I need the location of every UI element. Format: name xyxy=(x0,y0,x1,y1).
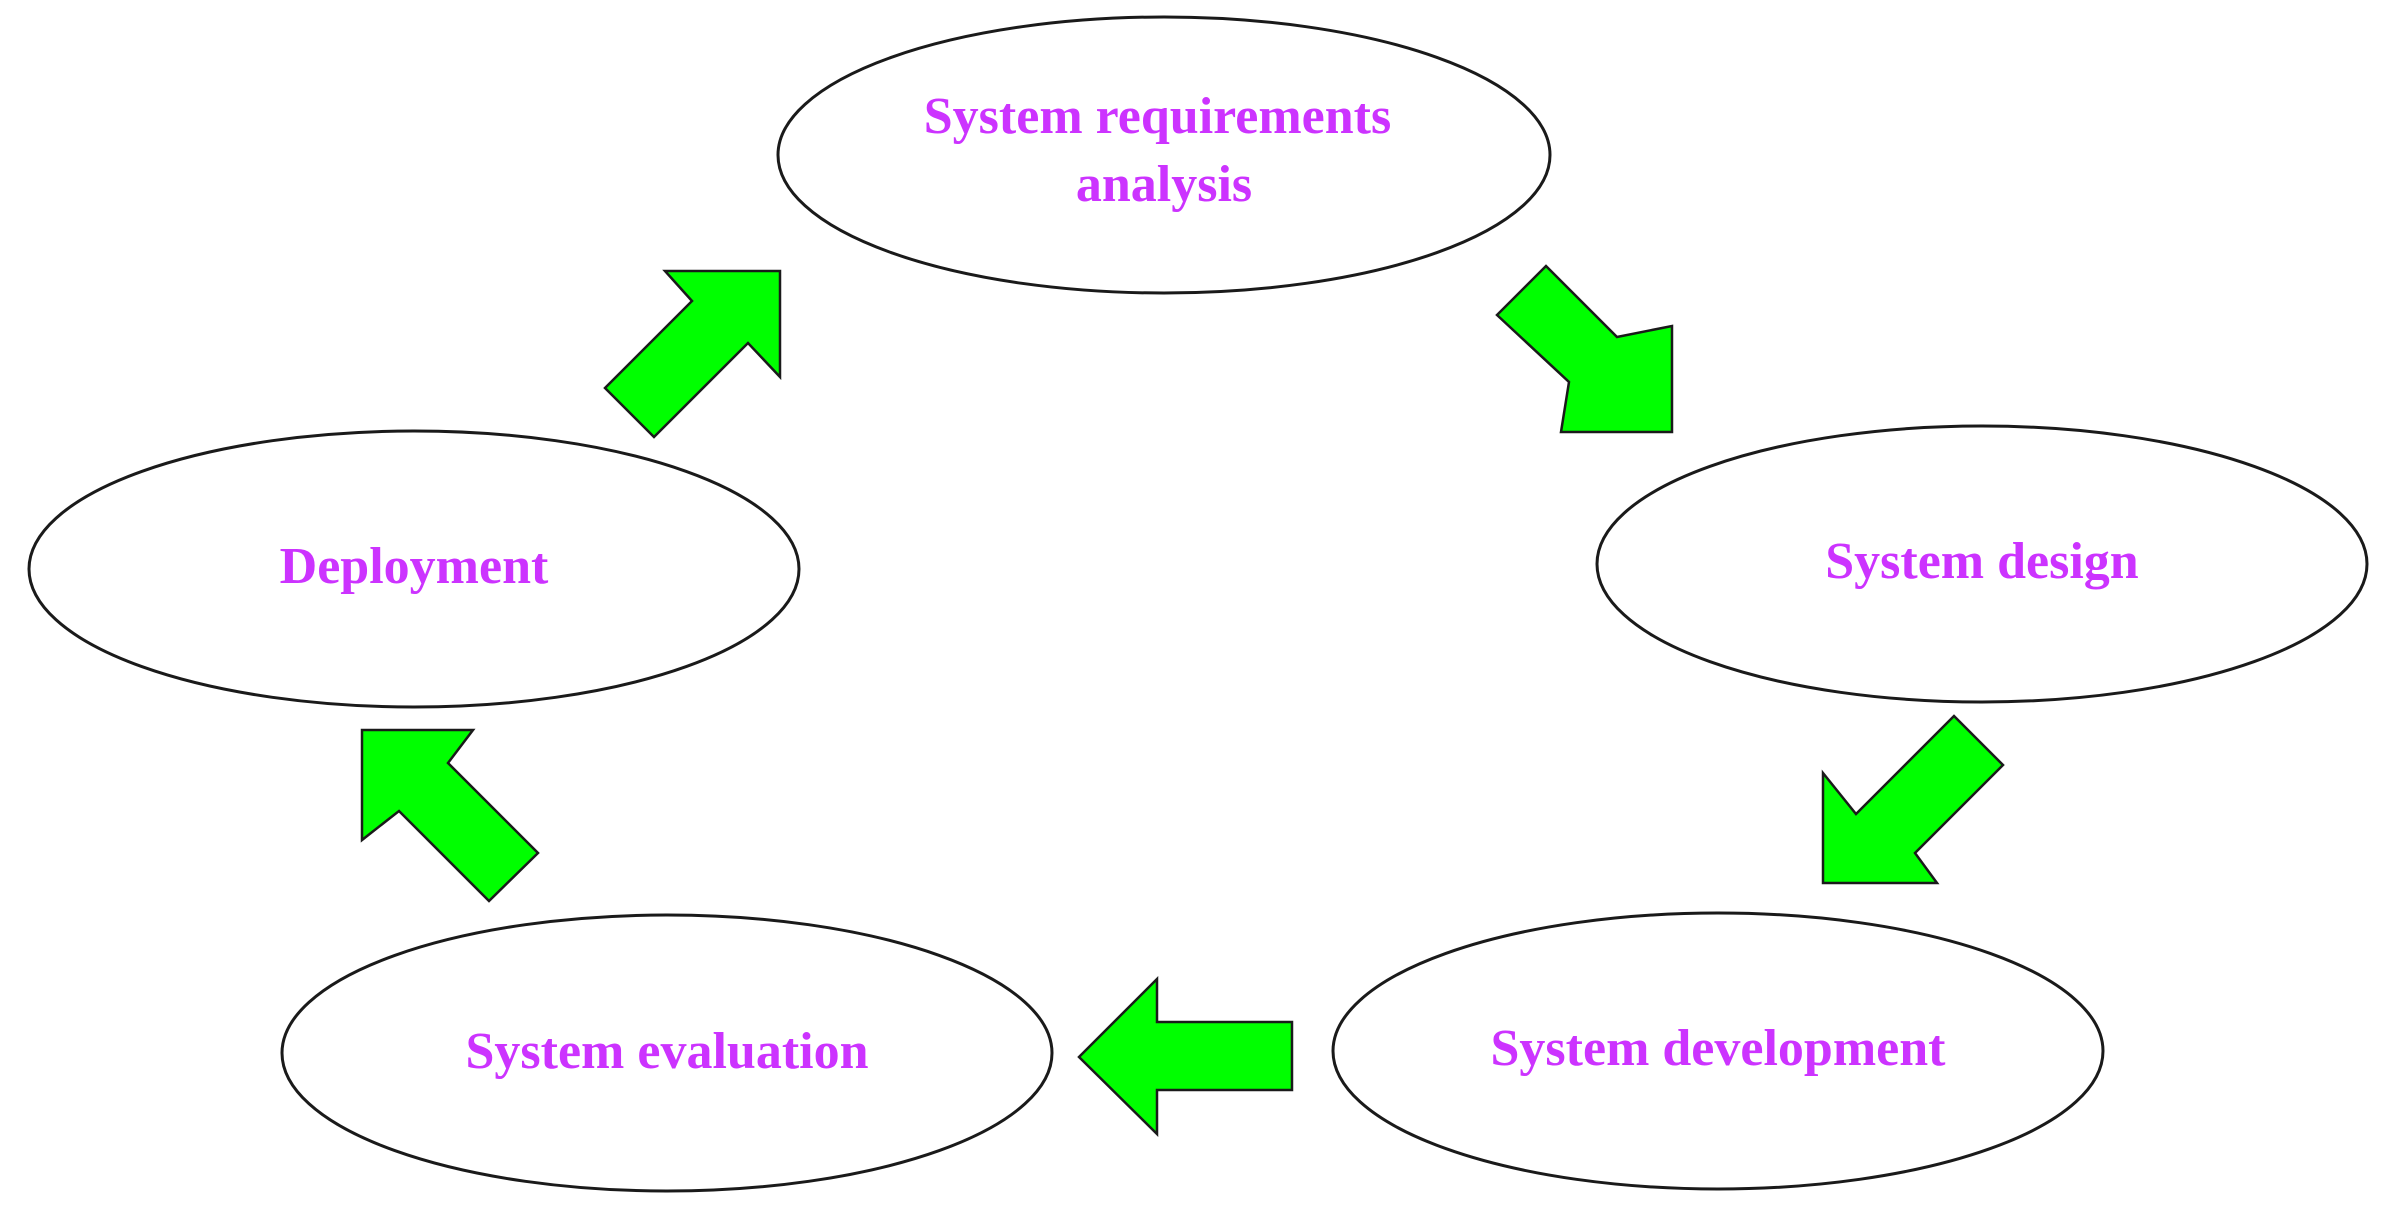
arrow-deployment-to-requirements xyxy=(603,269,782,439)
node-requirements: System requirements analysis xyxy=(776,15,1552,295)
node-design: System design xyxy=(1595,424,2369,704)
node-evaluation-ellipse xyxy=(280,913,1054,1193)
node-evaluation-label: System evaluation xyxy=(466,1023,869,1080)
node-design-label: System design xyxy=(1825,533,2139,590)
node-requirements-label-line-1: System requirements xyxy=(924,88,1391,145)
node-development-label: System development xyxy=(1491,1020,1947,1077)
node-deployment-label: Deployment xyxy=(280,538,549,595)
node-requirements-label: System requirements analysis xyxy=(924,88,1404,213)
node-deployment: Deployment xyxy=(27,429,801,709)
node-requirements-label-line-2: analysis xyxy=(1076,156,1252,213)
node-deployment-ellipse xyxy=(27,429,801,709)
node-requirements-ellipse xyxy=(776,15,1552,295)
node-development-ellipse xyxy=(1331,911,2105,1191)
arrow-development-to-evaluation xyxy=(1077,975,1294,1137)
node-evaluation: System evaluation xyxy=(280,913,1054,1193)
arrow-evaluation-to-deployment xyxy=(360,728,540,903)
arrow-requirements-to-design xyxy=(1495,264,1674,434)
node-development: System development xyxy=(1331,911,2105,1191)
node-design-ellipse xyxy=(1595,424,2369,704)
arrow-design-to-development xyxy=(1821,714,2005,885)
